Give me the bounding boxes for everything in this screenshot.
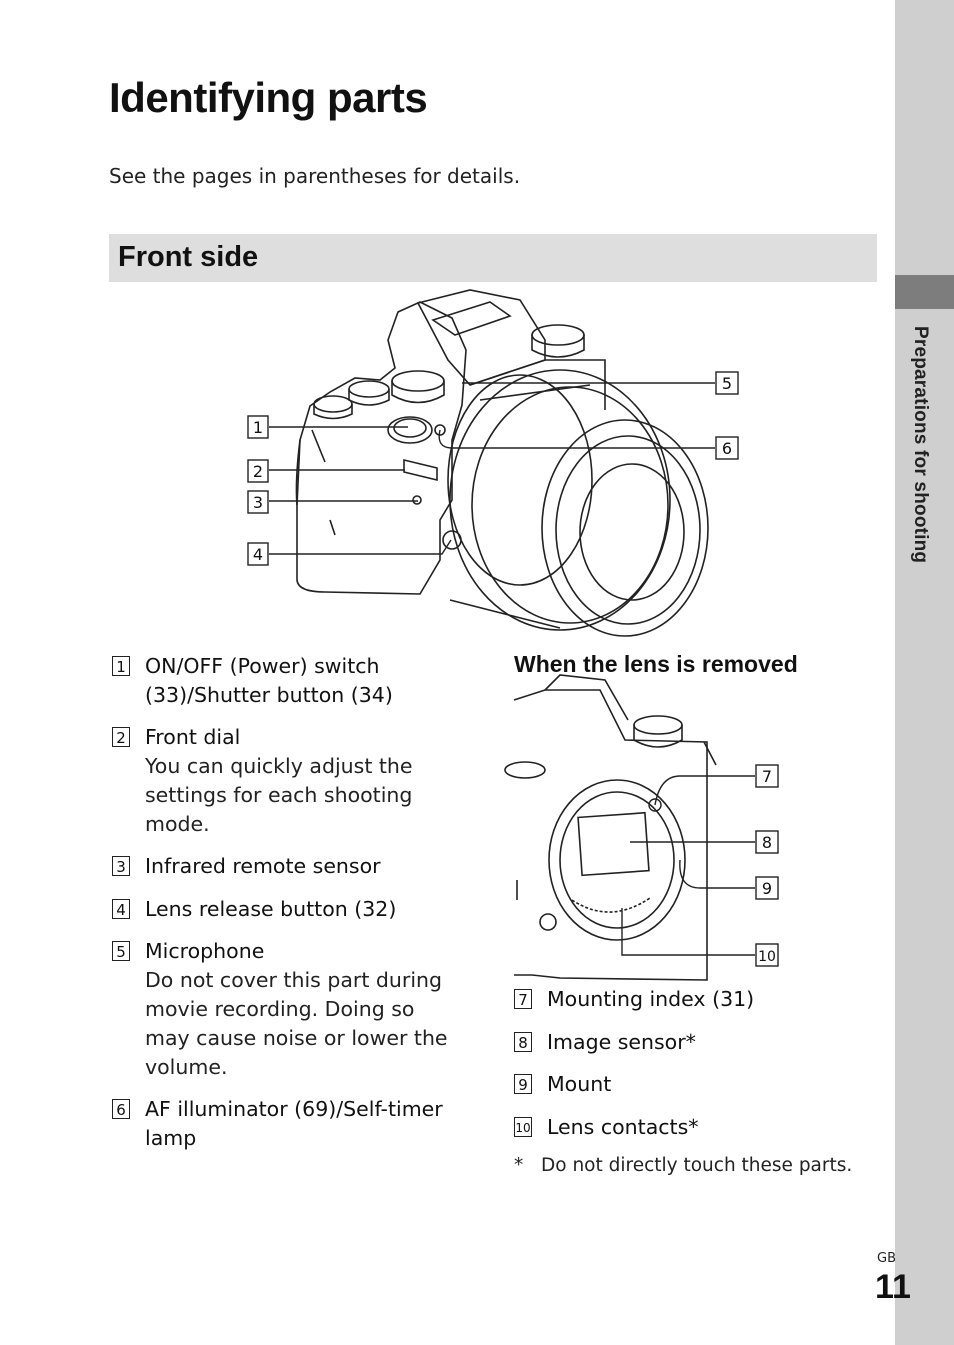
shutter-button [393, 418, 427, 438]
list-item: 4 Lens release button (32) [112, 895, 457, 924]
lens-front [541, 419, 709, 637]
viewfinder-hump [416, 289, 546, 386]
callout-line-10 [621, 908, 755, 956]
list-item: 9 Mount [514, 1070, 884, 1099]
side-tab-marker [895, 275, 954, 309]
list-item: 6 AF illuminator (69)/Self-timer lamp [112, 1095, 457, 1153]
list-item: 5 Microphone Do not cover this part duri… [112, 937, 457, 1082]
side-tab-label: Preparations for shooting [910, 326, 931, 564]
item-number: 1 [112, 656, 130, 676]
item-title: AF illuminator (69)/Self-timer lamp [145, 1097, 443, 1150]
item-title: Microphone [145, 939, 265, 963]
list-item: 10 Lens contacts* [514, 1113, 884, 1142]
item-title: Mounting index (31) [547, 987, 755, 1011]
item-title: Lens release button (32) [145, 897, 397, 921]
item-title: Front dial [145, 725, 241, 749]
section-bar [109, 234, 877, 282]
side-tab [895, 0, 954, 1345]
item-number: 8 [514, 1032, 532, 1052]
language-code: GB [877, 1251, 896, 1266]
lens-mount [548, 779, 686, 941]
callout-label-7: 7 [762, 767, 772, 786]
lens-barrel-rear [447, 374, 593, 586]
item-title: Mount [547, 1072, 612, 1096]
item-number: 10 [514, 1117, 532, 1137]
callout-label-3: 3 [253, 493, 263, 512]
item-number: 3 [112, 856, 130, 876]
callout-label-6: 6 [722, 439, 732, 458]
footnote-text: Do not directly touch these parts. [541, 1155, 853, 1176]
callout-line-9 [679, 859, 755, 889]
item-title: Image sensor* [547, 1030, 696, 1054]
right-dial [531, 324, 585, 346]
item-description: You can quickly adjust the settings for … [145, 754, 413, 836]
item-title: Lens contacts* [547, 1115, 699, 1139]
mode-dial [391, 370, 445, 392]
callout-label-9: 9 [762, 879, 772, 898]
callout-line-4 [269, 539, 452, 555]
footnote: * Do not directly touch these parts. [514, 1155, 852, 1176]
callout-line-7 [654, 775, 755, 806]
item-number: 9 [514, 1074, 532, 1094]
lens-removed-heading: When the lens is removed [514, 651, 798, 677]
footnote-mark: * [514, 1155, 524, 1176]
list-item: 3 Infrared remote sensor [112, 852, 457, 881]
item-number: 5 [112, 941, 130, 961]
callout-label-8: 8 [762, 833, 772, 852]
list-item: 1 ON/OFF (Power) switch (33)/Shutter but… [112, 652, 457, 710]
callout-label-4: 4 [253, 545, 263, 564]
mount-right-dial [633, 715, 683, 735]
item-number: 2 [112, 727, 130, 747]
item-title: Infrared remote sensor [145, 854, 381, 878]
camera-body-outline [296, 301, 467, 595]
item-number: 4 [112, 899, 130, 919]
page-title: Identifying parts [109, 74, 428, 121]
intro-text: See the pages in parentheses for details… [109, 164, 521, 188]
list-item: 2 Front dial You can quickly adjust the … [112, 723, 457, 839]
callout-label-2: 2 [253, 462, 263, 481]
mount-body-outline [513, 689, 708, 981]
item-title: ON/OFF (Power) switch (33)/Shutter butto… [145, 654, 393, 707]
lens-barrel [449, 369, 671, 631]
comp-dial [348, 380, 390, 398]
item-number: 7 [514, 989, 532, 1009]
list-item: 7 Mounting index (31) [514, 985, 884, 1014]
page-number: 11 [875, 1268, 911, 1306]
camera-grip [295, 439, 301, 506]
callout-label-1: 1 [253, 418, 263, 437]
list-item: 8 Image sensor* [514, 1028, 884, 1057]
left-dial [313, 395, 353, 413]
callout-label-5: 5 [722, 374, 732, 393]
item-number: 6 [112, 1099, 130, 1119]
item-description: Do not cover this part during movie reco… [145, 968, 448, 1079]
callout-line-6 [438, 429, 715, 449]
image-sensor [577, 811, 650, 877]
callout-label-10: 10 [758, 949, 776, 965]
section-title: Front side [118, 241, 259, 273]
